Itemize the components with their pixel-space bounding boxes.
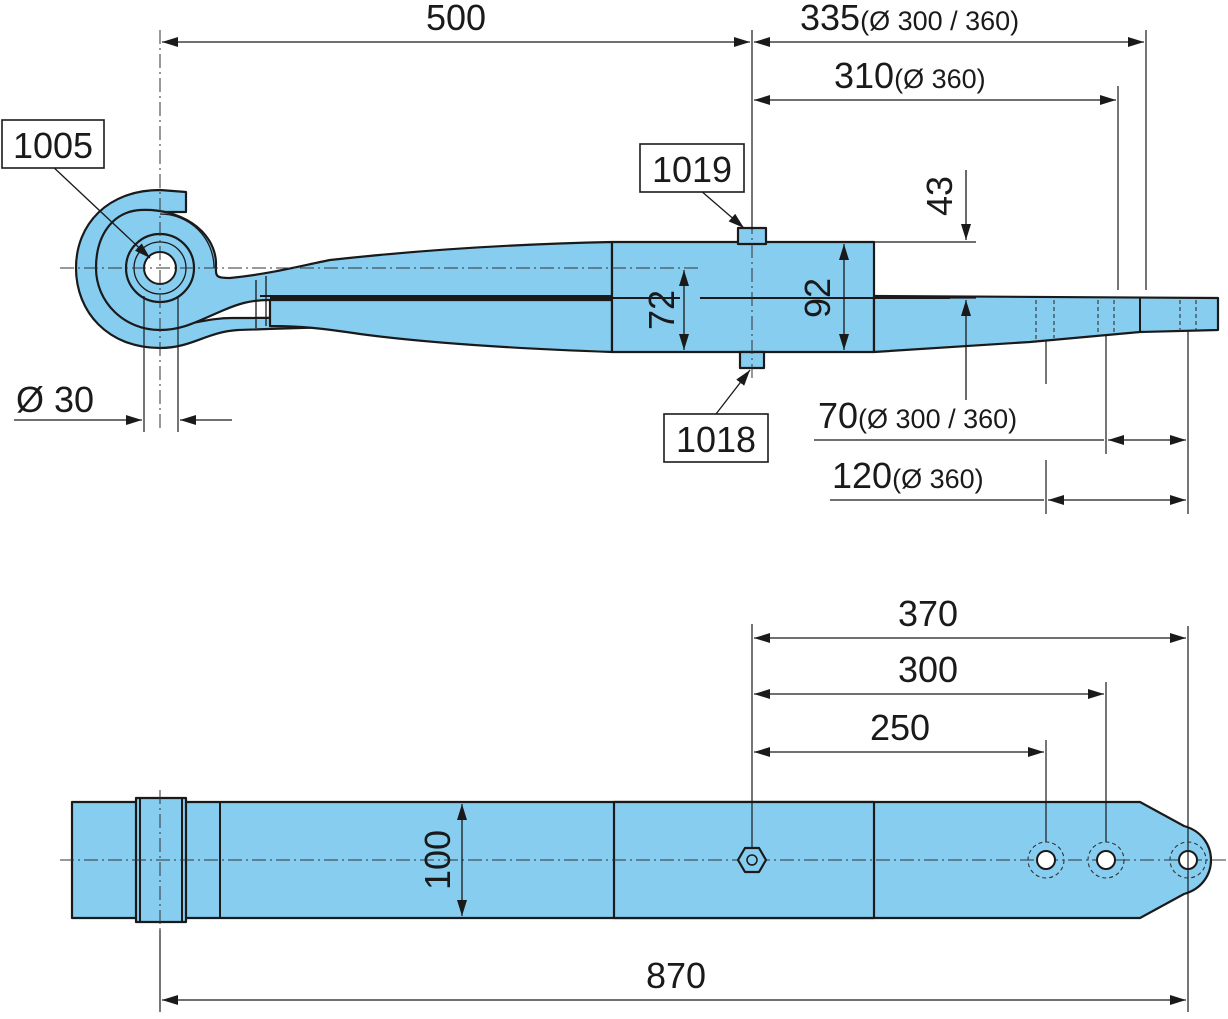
dim-370-label: 370 (898, 593, 958, 634)
side-view: 500 335(Ø 300 / 360) 310(Ø 360) 43 72 92… (1, 0, 1220, 514)
dim-120-label: 120(Ø 360) (832, 455, 984, 496)
dim-335-label: 335(Ø 300 / 360) (800, 0, 1019, 38)
top-view: 370 300 250 100 870 (60, 593, 1228, 1012)
lower-leaf (268, 298, 614, 354)
dim-500-label: 500 (426, 0, 486, 38)
tapered-end (872, 294, 1220, 354)
dim-diameter-30-label: Ø 30 (16, 379, 94, 420)
callout-1019: 1019 (639, 143, 745, 193)
dim-250-label: 250 (870, 707, 930, 748)
dim-92-label: 92 (797, 278, 838, 318)
callout-1005: 1005 (1, 119, 105, 169)
dim-300-label: 300 (898, 649, 958, 690)
dim-70-label: 70(Ø 300 / 360) (818, 395, 1017, 436)
dim-100-label: 100 (417, 830, 458, 890)
svg-text:1005: 1005 (13, 125, 93, 166)
dim-43-label: 43 (919, 176, 960, 216)
dim-870-label: 870 (646, 955, 706, 996)
svg-text:1018: 1018 (676, 419, 756, 460)
hole-250 (1027, 841, 1065, 879)
dim-72-label: 72 (641, 290, 682, 330)
dim-310-label: 310(Ø 360) (834, 55, 986, 96)
callout-1018: 1018 (663, 413, 769, 463)
hole-300 (1087, 841, 1125, 879)
svg-text:1019: 1019 (652, 149, 732, 190)
